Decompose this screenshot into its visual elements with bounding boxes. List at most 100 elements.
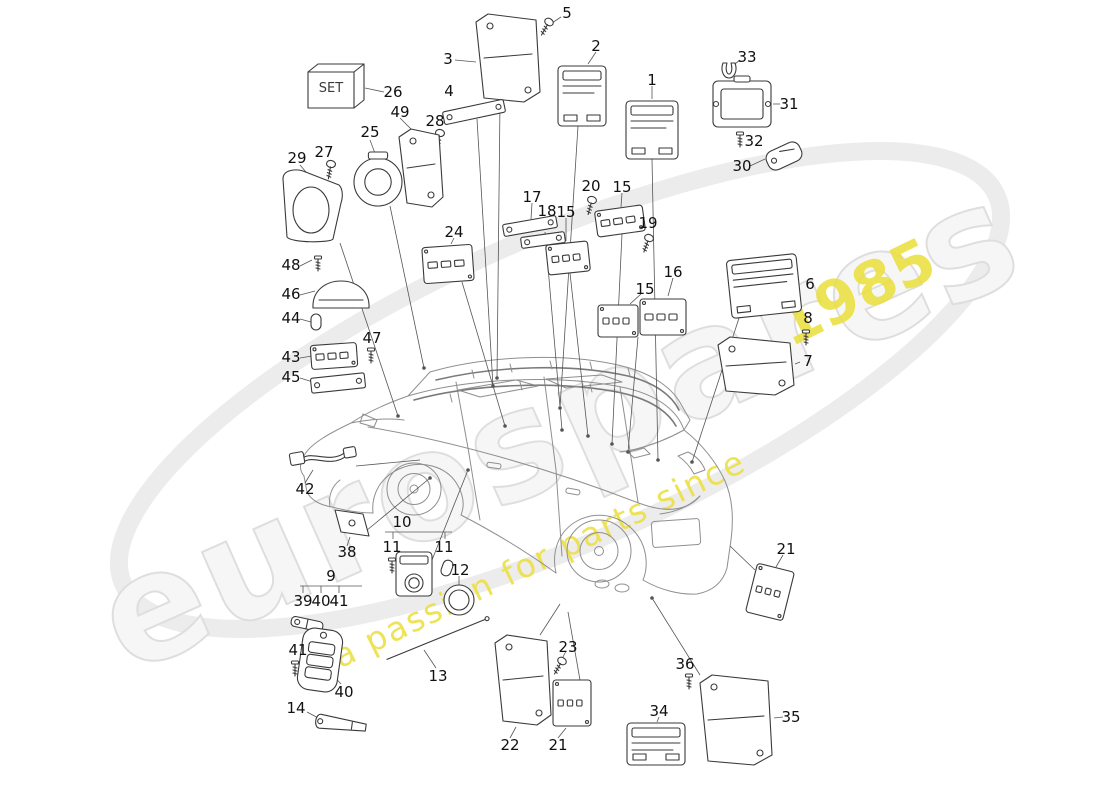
part-number-18[interactable]: 18 xyxy=(537,202,556,220)
part-number-39[interactable]: 39 xyxy=(293,592,312,610)
leader-line xyxy=(304,469,314,484)
part-21-module xyxy=(745,563,795,621)
leader-line xyxy=(355,459,421,467)
part-number-15[interactable]: 15 xyxy=(635,280,654,298)
part-number-4[interactable]: 4 xyxy=(444,82,454,100)
leader-line xyxy=(389,205,425,369)
part-33-clip xyxy=(721,62,737,79)
part-number-40[interactable]: 40 xyxy=(311,592,330,610)
mount-point-dot xyxy=(396,414,400,418)
part-3-bracket xyxy=(475,13,541,103)
part-number-46[interactable]: 46 xyxy=(281,285,300,303)
part-17-strip xyxy=(502,215,558,237)
part-number-28[interactable]: 28 xyxy=(425,112,444,130)
mount-point-dot xyxy=(690,460,694,464)
part-31-housing xyxy=(712,75,772,128)
part-number-23[interactable]: 23 xyxy=(558,638,577,656)
part-number-26[interactable]: 26 xyxy=(383,83,402,101)
mount-point-dot xyxy=(650,596,654,600)
part-number-8[interactable]: 8 xyxy=(803,309,813,327)
part-number-19[interactable]: 19 xyxy=(638,214,657,232)
part-number-11[interactable]: 11 xyxy=(434,538,453,556)
svg-text:SET: SET xyxy=(319,81,343,96)
part-27-screw xyxy=(325,159,337,180)
part-number-30[interactable]: 30 xyxy=(732,157,751,175)
part-12-ring xyxy=(443,584,475,616)
part-number-27[interactable]: 27 xyxy=(314,143,333,161)
part-42-cable2 xyxy=(288,446,357,466)
part-18-strip xyxy=(520,231,566,249)
leader-line xyxy=(775,554,784,568)
leader-line xyxy=(562,650,567,658)
part-36-screwv xyxy=(684,673,694,690)
part-number-45[interactable]: 45 xyxy=(281,368,300,386)
part-46-dome xyxy=(312,280,370,309)
part-number-44[interactable]: 44 xyxy=(281,309,300,327)
part-number-38[interactable]: 38 xyxy=(337,543,356,561)
part-number-31[interactable]: 31 xyxy=(779,95,798,113)
part-number-15[interactable]: 15 xyxy=(556,203,575,221)
part-number-16[interactable]: 16 xyxy=(663,263,682,281)
leader-line xyxy=(651,597,701,676)
part-number-15[interactable]: 15 xyxy=(612,178,631,196)
leader-line xyxy=(627,336,639,453)
part-number-36[interactable]: 36 xyxy=(675,655,694,673)
leader-line xyxy=(773,716,784,719)
part-number-12[interactable]: 12 xyxy=(450,561,469,579)
part-number-6[interactable]: 6 xyxy=(805,275,815,293)
part-number-34[interactable]: 34 xyxy=(649,702,668,720)
part-number-33[interactable]: 33 xyxy=(737,48,756,66)
part-number-9[interactable]: 9 xyxy=(326,567,336,585)
part-22-bracket xyxy=(494,634,552,726)
part-6-ecu xyxy=(726,253,802,319)
leader-line xyxy=(509,726,517,739)
part-number-35[interactable]: 35 xyxy=(781,708,800,726)
part-number-13[interactable]: 13 xyxy=(428,667,447,685)
part-number-3[interactable]: 3 xyxy=(443,50,453,68)
leader-lines-layer xyxy=(299,16,801,739)
part-number-42[interactable]: 42 xyxy=(295,480,314,498)
leader-line xyxy=(461,281,506,427)
mount-point-dot xyxy=(466,468,470,472)
part-11-screwv xyxy=(387,557,397,574)
part-number-25[interactable]: 25 xyxy=(360,123,379,141)
part-number-10[interactable]: 10 xyxy=(392,513,411,531)
part-number-41[interactable]: 41 xyxy=(329,592,348,610)
part-number-2[interactable]: 2 xyxy=(591,37,601,55)
part-number-29[interactable]: 29 xyxy=(287,149,306,167)
leader-line xyxy=(423,649,437,669)
part-number-7[interactable]: 7 xyxy=(803,352,813,370)
part-number-21[interactable]: 21 xyxy=(548,736,567,754)
part-24-module xyxy=(421,243,475,285)
part-number-17[interactable]: 17 xyxy=(522,188,541,206)
part-number-14[interactable]: 14 xyxy=(286,699,305,717)
part-10-camera xyxy=(395,551,433,597)
part-number-40[interactable]: 40 xyxy=(334,683,353,701)
part-number-41[interactable]: 41 xyxy=(288,641,307,659)
part-number-49[interactable]: 49 xyxy=(390,103,409,121)
part-25-sensor xyxy=(353,151,403,207)
leader-line xyxy=(496,101,501,379)
leader-line xyxy=(299,355,313,359)
part-number-22[interactable]: 22 xyxy=(500,736,519,754)
part-13-rod xyxy=(386,616,490,660)
part-number-20[interactable]: 20 xyxy=(581,177,600,195)
part-number-24[interactable]: 24 xyxy=(444,223,463,241)
leader-line xyxy=(667,277,674,297)
leader-line xyxy=(339,242,399,417)
part-number-21[interactable]: 21 xyxy=(776,540,795,558)
part-number-5[interactable]: 5 xyxy=(562,4,572,22)
part-number-47[interactable]: 47 xyxy=(362,329,381,347)
part-47-screwv xyxy=(366,347,376,364)
part-number-48[interactable]: 48 xyxy=(281,256,300,274)
leader-line xyxy=(299,318,312,323)
part-16-module xyxy=(639,298,687,336)
part-35-bracket xyxy=(699,674,773,766)
part-number-11[interactable]: 11 xyxy=(382,538,401,556)
part-number-43[interactable]: 43 xyxy=(281,348,300,366)
part-number-32[interactable]: 32 xyxy=(744,132,763,150)
leader-line xyxy=(530,202,533,220)
mount-point-dot xyxy=(428,476,432,480)
part-number-1[interactable]: 1 xyxy=(647,71,657,89)
